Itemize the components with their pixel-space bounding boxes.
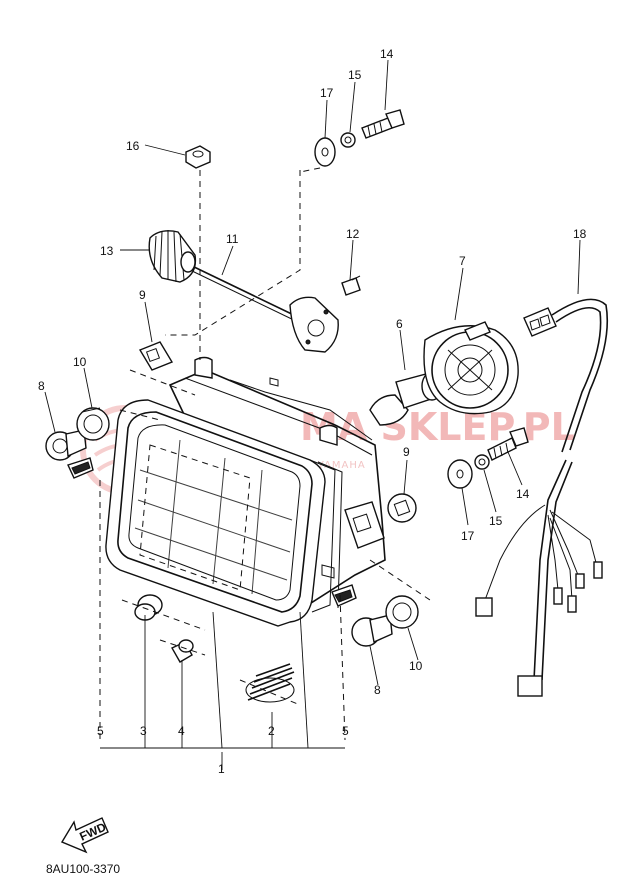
part-label: 4 xyxy=(178,724,185,738)
watermark-name: MA SKLEP.PL xyxy=(300,405,575,449)
bushing-left xyxy=(76,407,110,441)
part-label: 13 xyxy=(100,244,114,258)
bolt-lower xyxy=(487,427,529,461)
grommet-lower xyxy=(387,493,417,523)
part-label: 11 xyxy=(226,232,239,246)
part-label: 5 xyxy=(97,724,104,738)
adjuster-rod xyxy=(189,264,339,353)
bolt-upper xyxy=(361,109,405,139)
lock-washer-lower xyxy=(474,454,490,470)
adjuster-grommet xyxy=(134,594,163,621)
part-label: 10 xyxy=(73,355,87,369)
part-label: 7 xyxy=(459,254,466,268)
fwd-arrow-icon: FWD xyxy=(60,817,109,854)
bushing-right xyxy=(385,595,419,629)
adjuster-bolt xyxy=(171,639,194,663)
screw xyxy=(341,275,361,296)
part-label: 2 xyxy=(268,724,275,738)
reference-lines xyxy=(99,167,431,741)
wiring-harness xyxy=(475,298,609,697)
nut xyxy=(185,145,211,169)
rubber-cap-right xyxy=(351,614,393,647)
clip-left xyxy=(67,457,94,479)
part-label: 12 xyxy=(346,227,360,241)
adjuster-knob xyxy=(148,230,197,283)
part-label: 9 xyxy=(139,288,146,302)
part-label: 14 xyxy=(516,487,530,501)
part-label: 17 xyxy=(320,86,334,100)
lock-washer-upper xyxy=(340,132,356,148)
part-label: 9 xyxy=(403,445,410,459)
headlight-unit xyxy=(105,356,386,627)
part-label: 1 xyxy=(218,762,225,776)
part-label: 15 xyxy=(489,514,503,528)
flat-washer-upper xyxy=(314,137,336,167)
part-label: 14 xyxy=(380,47,394,61)
part-label: 17 xyxy=(461,529,475,543)
part-label: 3 xyxy=(140,724,147,738)
part-label: 15 xyxy=(348,68,362,82)
leader-lines xyxy=(44,59,581,770)
part-label: 8 xyxy=(374,683,381,697)
part-number-labels: 1 2 3 4 5 5 6 7 8 8 9 9 10 10 11 12 13 1… xyxy=(38,47,587,776)
spring xyxy=(245,663,295,703)
rubber-cap-left xyxy=(45,429,87,461)
fwd-label: FWD xyxy=(77,820,108,844)
part-label: 6 xyxy=(396,317,403,331)
part-label: 8 xyxy=(38,379,45,393)
part-label: 10 xyxy=(409,659,423,673)
grommet-upper xyxy=(138,341,174,371)
part-label: 16 xyxy=(126,139,140,153)
flat-washer-lower xyxy=(447,459,473,489)
diagram-code: 8AU100-3370 xyxy=(46,862,120,876)
clip-right xyxy=(331,584,357,607)
bulb-cover xyxy=(423,321,519,415)
part-label: 5 xyxy=(342,724,349,738)
part-label: 18 xyxy=(573,227,587,241)
